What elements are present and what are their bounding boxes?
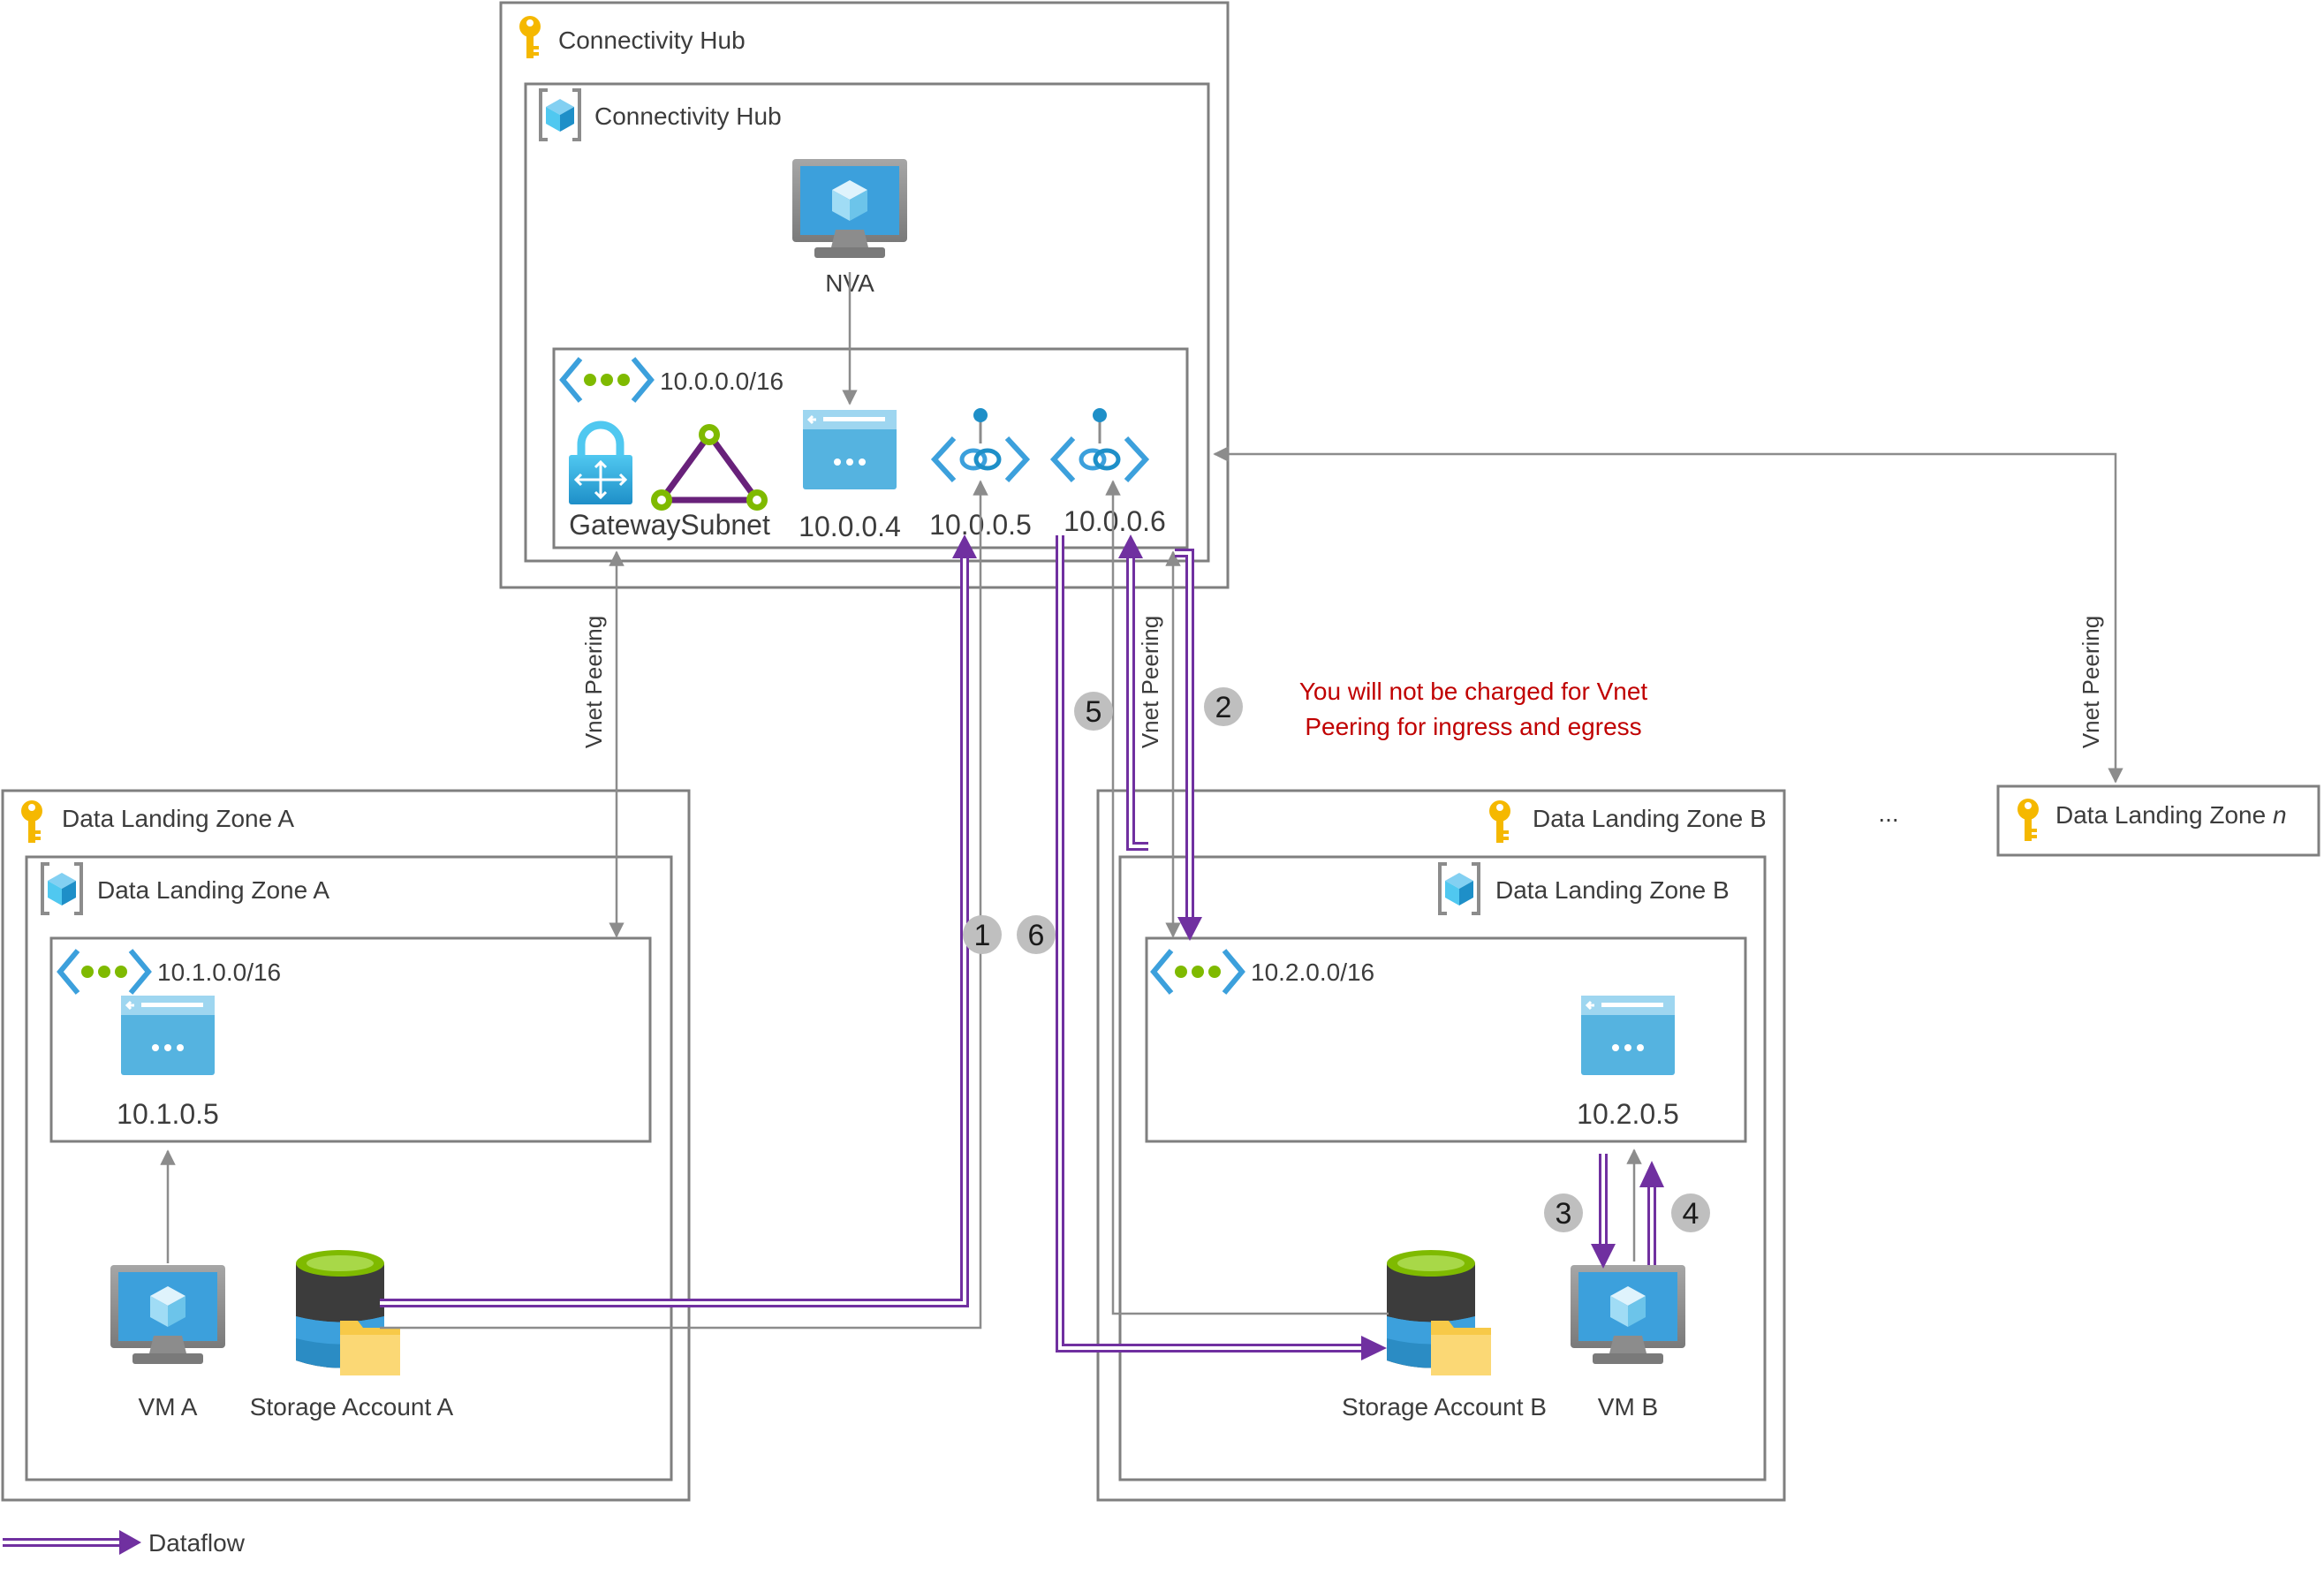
storage-a-label: Storage Account A	[250, 1393, 454, 1421]
dataflow-step-2	[1175, 549, 1194, 921]
hub-vnet-box	[552, 347, 1189, 549]
key-icon	[519, 16, 541, 58]
step-badge-2-circle	[1204, 687, 1243, 726]
zone-b-subscription-label: Data Landing Zone B	[1533, 805, 1767, 832]
dataflow-step-4-arrowhead	[1639, 1161, 1664, 1187]
key-icon	[1489, 800, 1510, 843]
zone-n-label: Data Landing Zone n	[2055, 801, 2287, 829]
vnet-icon	[563, 359, 651, 401]
vnet-icon	[1154, 951, 1242, 993]
peering-charge-note-line1: You will not be charged for Vnet	[1299, 678, 1648, 705]
more-zones-ellipsis: ...	[1878, 799, 1898, 827]
dataflow-step-5-arrowhead	[1118, 534, 1143, 558]
zone-b-resource-group-box	[1118, 855, 1767, 1481]
resource-group-icon	[539, 88, 581, 141]
hub-subscription-label: Connectivity Hub	[558, 27, 746, 54]
vnet-peering-label-n: Vnet Peering	[2078, 616, 2104, 748]
peering-charge-note-line2: Peering for ingress and egress	[1305, 713, 1641, 740]
dataflow-step-1-arrowhead	[952, 534, 977, 558]
key-icon	[21, 800, 42, 843]
step-badge-3-circle	[1544, 1193, 1583, 1232]
gateway-subnet-label: GatewaySubnet	[569, 509, 770, 541]
dataflow-step-1-inner	[380, 555, 966, 1305]
storage-a-to-pe-connector	[380, 480, 988, 1330]
vpn-gateway-lock-icon	[569, 425, 632, 504]
step-badge-4-circle	[1671, 1193, 1710, 1232]
step-badge-4: 4	[1683, 1197, 1699, 1231]
subnet-icon	[801, 408, 898, 491]
hub-rg-label: Connectivity Hub	[594, 102, 782, 130]
vm-b-icon	[1571, 1265, 1685, 1364]
vm-a-icon	[110, 1265, 225, 1364]
step-badge-1-circle	[963, 915, 1002, 954]
zone-b-subscription-box	[1096, 789, 1786, 1502]
vnet-peering-label-b: Vnet Peering	[1137, 616, 1163, 748]
resource-group-icon	[41, 862, 83, 915]
step-badge-6-circle	[1017, 915, 1056, 954]
resource-group-icon	[1438, 862, 1480, 915]
subnet-icon	[119, 994, 216, 1077]
zone-a-rg-label: Data Landing Zone A	[97, 876, 329, 904]
nva-vm-icon	[792, 159, 907, 258]
vnet-peering-label-a: Vnet Peering	[580, 616, 607, 748]
step-badge-2: 2	[1215, 691, 1232, 724]
key-icon	[2017, 799, 2039, 841]
hub-vnet-cidr: 10.0.0.0/16	[660, 367, 783, 395]
legend-dataflow-label: Dataflow	[148, 1529, 246, 1557]
zone-b-rg-label: Data Landing Zone B	[1495, 876, 1730, 904]
zone-b-vnet-box	[1145, 936, 1747, 1143]
peering-hub-n-connector	[1213, 446, 2123, 784]
storage-account-icon	[1387, 1250, 1491, 1375]
dataflow-step-6-inner	[1058, 535, 1365, 1350]
zone-a-subscription-label: Data Landing Zone A	[62, 805, 294, 832]
zone-a-resource-group-box	[25, 855, 673, 1481]
dataflow-step-6-arrowhead	[1361, 1336, 1387, 1360]
zone-n-label-italic: n	[2273, 801, 2287, 829]
local-network-gateway-icon	[651, 424, 768, 511]
hub-subnet-ip: 10.0.0.4	[799, 511, 901, 542]
legend-dataflow-arrowhead	[119, 1530, 141, 1555]
vm-a-label: VM A	[139, 1393, 198, 1421]
dataflow-step-6	[1056, 535, 1365, 1352]
storage-b-label: Storage Account B	[1342, 1393, 1547, 1421]
step-badge-5: 5	[1086, 695, 1102, 729]
zone-n-label-text: Data Landing Zone	[2055, 801, 2273, 829]
step-badge-5-circle	[1074, 692, 1113, 731]
zone-b-vnet-cidr: 10.2.0.0/16	[1251, 958, 1374, 986]
zone-b-subnet-ip: 10.2.0.5	[1577, 1098, 1679, 1130]
hub-subscription-box	[499, 1, 1230, 589]
dataflow-step-5-inner	[1129, 555, 1148, 848]
zone-a-vnet-cidr: 10.1.0.0/16	[157, 958, 281, 986]
hub-resource-group-box	[524, 82, 1210, 563]
vm-b-label: VM B	[1598, 1393, 1658, 1421]
vnet-icon	[60, 951, 148, 993]
subnet-icon	[1579, 994, 1677, 1077]
zone-a-vnet-box	[49, 936, 652, 1143]
dataflow-step-2-arrowhead	[1177, 917, 1202, 941]
hub-pe-b-ip: 10.0.0.6	[1064, 505, 1166, 537]
step-badge-6: 6	[1028, 919, 1045, 952]
step-badge-3: 3	[1556, 1197, 1572, 1231]
zone-n-box	[1996, 784, 2320, 857]
dataflow-step-2-inner	[1175, 551, 1192, 921]
dataflow-step-3-arrowhead	[1591, 1244, 1616, 1269]
zone-a-subnet-ip: 10.1.0.5	[117, 1098, 219, 1130]
storage-b-to-pe-connector	[1105, 480, 1389, 1315]
private-endpoint-icon	[1054, 408, 1146, 481]
private-endpoint-icon	[935, 408, 1026, 481]
step-badge-1: 1	[974, 919, 991, 952]
storage-account-icon	[296, 1250, 400, 1375]
zone-a-subscription-box	[1, 789, 691, 1502]
